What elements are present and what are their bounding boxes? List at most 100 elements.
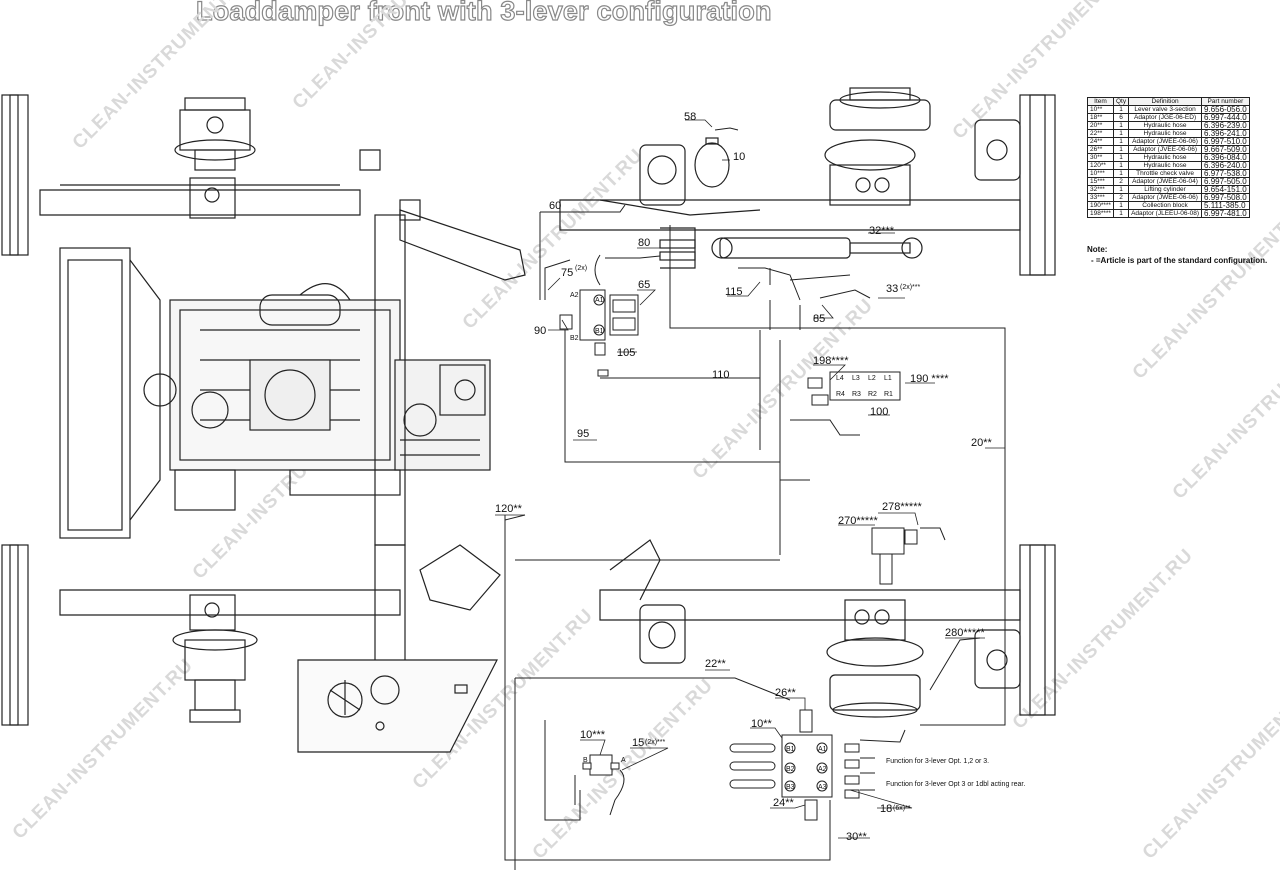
callout-22: 22** — [705, 658, 727, 670]
callout-15: 15 — [632, 737, 644, 749]
callout-270: 270***** — [838, 515, 878, 527]
callout-60: 60 — [549, 200, 561, 212]
callout-100: 100 — [870, 406, 888, 418]
callout-58: 58 — [684, 111, 696, 123]
callout-30: 30** — [846, 831, 868, 843]
hose-lines — [504, 127, 1006, 870]
cell-definition: Hydraulic hose — [1128, 153, 1203, 162]
callout-190: 190 **** — [910, 373, 949, 385]
cell-definition: Lever valve 3-section — [1128, 105, 1203, 114]
cell-qty: 1 — [1112, 169, 1130, 178]
callout-115: 115 — [725, 286, 743, 298]
port-label: B2 — [570, 335, 579, 342]
watermark-text: CLEAN-INSTRUMENT.RU — [1129, 195, 1280, 384]
cell-item: 15*** — [1087, 177, 1114, 186]
cell-qty: 2 — [1112, 193, 1130, 202]
note-block: Note: - =Article is part of the standard… — [1087, 244, 1267, 266]
cell-qty: 1 — [1112, 129, 1130, 138]
callout-32: 32*** — [869, 225, 895, 237]
watermark-text: CLEAN-INSTRUMENT.RU — [1139, 675, 1280, 864]
note-title: Note: — [1087, 245, 1108, 254]
watermark-text: CLEAN-INSTRUMENT.RU — [1009, 545, 1198, 734]
callout-95: 95 — [577, 428, 589, 440]
port-label: A2 — [818, 766, 827, 773]
upper-right-frame — [559, 87, 1056, 276]
port-label: A1 — [818, 746, 827, 753]
cell-qty: 6 — [1112, 113, 1130, 122]
cell-item: 10** — [1087, 105, 1114, 114]
page-title: Loaddamper front with 3-lever configurat… — [195, 0, 772, 27]
cell-qty: 1 — [1112, 153, 1130, 162]
callout-26: 26** — [775, 687, 797, 699]
function-note-2: Function for 3-lever Opt 3 or 1dbl actin… — [886, 781, 1025, 788]
cell-item: 10*** — [1087, 169, 1114, 178]
callout-18: 18 — [880, 803, 892, 815]
callout-280: 280***** — [945, 627, 985, 639]
callout-10-accumulator: 10 — [733, 151, 745, 163]
callout-85: 85 — [813, 313, 825, 325]
cell-qty: 1 — [1112, 137, 1130, 146]
cell-item: 190**** — [1087, 201, 1114, 210]
cell-qty: 1 — [1112, 105, 1130, 114]
port-label: B2 — [786, 766, 795, 773]
cell-definition: Collection block — [1128, 201, 1203, 210]
callout-18-qty: (6x)** — [893, 805, 911, 812]
callout-20: 20** — [971, 437, 993, 449]
lever-valve-10 — [729, 709, 906, 821]
port-label: R1 — [884, 391, 893, 398]
check-valve-10 — [574, 754, 625, 816]
cell-qty: 1 — [1112, 121, 1130, 130]
cell-part-number: 6.997-481.0 — [1201, 209, 1250, 218]
port-label: L4 — [836, 375, 844, 382]
cell-item: 32*** — [1087, 185, 1114, 194]
cell-definition: Throttle check valve — [1128, 169, 1203, 178]
port-label: A — [621, 757, 626, 764]
callout-10-lever-valve: 10** — [751, 718, 773, 730]
callout-110: 110 — [712, 369, 730, 381]
port-label: B — [583, 757, 588, 764]
cell-definition: Adaptor (JWEE-06-06) — [1128, 137, 1203, 146]
cell-definition: Adaptor (JVEE-06-06) — [1128, 145, 1203, 154]
lower-right-frame — [599, 539, 1056, 718]
valve-block-270 — [871, 527, 946, 585]
watermark-text: CLEAN-INSTRUMENT.RU — [289, 0, 478, 114]
cell-definition: Adaptor (JWEE-06-06) — [1128, 193, 1203, 202]
watermark-text: CLEAN-INSTRUMENT.RU — [1169, 315, 1280, 504]
callout-labels: 58 10 60 80 32*** 75 (2x) 65 115 33 (2x)… — [495, 111, 1025, 843]
callout-15-qty: (2x)*** — [645, 739, 666, 746]
cell-definition: Lifting cylinder — [1128, 185, 1203, 194]
callout-24: 24** — [773, 797, 795, 809]
callout-33: 33 — [886, 283, 898, 295]
port-label: A1 — [595, 297, 604, 304]
callout-90: 90 — [534, 325, 546, 337]
port-label: R4 — [836, 391, 845, 398]
cell-item: 18** — [1087, 113, 1114, 122]
callout-75-qty: (2x) — [575, 265, 587, 272]
valve-block-a — [559, 289, 639, 377]
collection-block-190 — [807, 371, 901, 406]
header-item: Item — [1087, 97, 1114, 106]
port-label: B3 — [786, 784, 795, 791]
port-label: R2 — [868, 391, 877, 398]
cell-definition: Hydraulic hose — [1128, 129, 1203, 138]
port-label: B1 — [786, 746, 795, 753]
port-label: L3 — [852, 375, 860, 382]
watermark-text: CLEAN-INSTRUMENT.RU — [69, 0, 258, 154]
header-definition: Definition — [1128, 97, 1203, 106]
callout-75: 75 — [561, 267, 573, 279]
cell-qty: 1 — [1112, 161, 1130, 170]
port-label: A3 — [818, 784, 827, 791]
cell-item: 30** — [1087, 153, 1114, 162]
cell-definition: Hydraulic hose — [1128, 121, 1203, 130]
watermark-text: CLEAN-INSTRUMENT.RU — [9, 655, 198, 844]
cell-definition: Hydraulic hose — [1128, 161, 1203, 170]
cell-item: 120** — [1087, 161, 1114, 170]
cell-definition: Adaptor (JGE-06-ED) — [1128, 113, 1203, 122]
leader-lines — [495, 119, 1005, 839]
